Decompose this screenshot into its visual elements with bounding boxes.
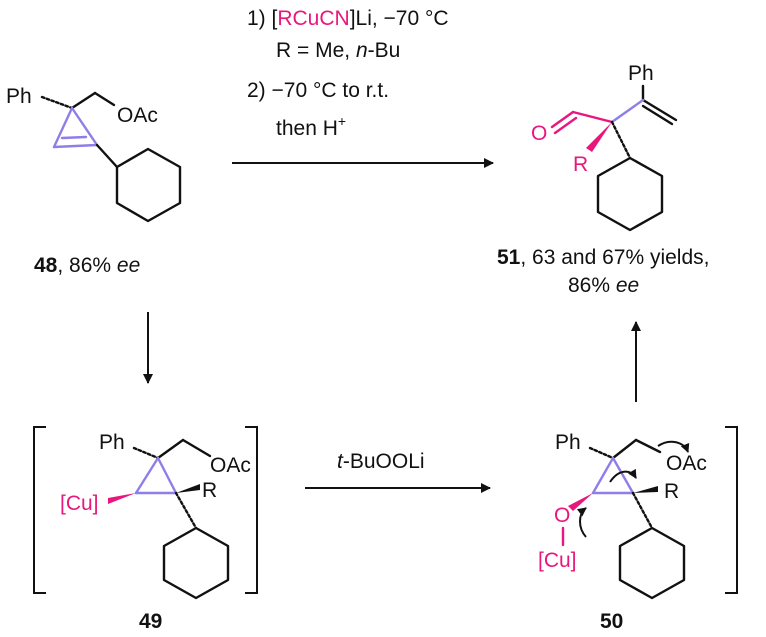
- carbonyl-double-bond: [553, 116, 578, 135]
- oxygen-label: O: [554, 504, 570, 527]
- cyclohexyl-ring: [162, 526, 230, 600]
- compound-49: Ph OAc [Cu] R 49: [33, 426, 258, 633]
- condition-step-3: then H+: [276, 113, 346, 140]
- wedge-bond-r: [633, 486, 658, 493]
- phenyl-label: Ph: [6, 85, 32, 108]
- left-bracket: [33, 426, 46, 594]
- r-label: R: [202, 479, 217, 502]
- cyclohexyl-ring: [115, 147, 182, 223]
- condition-step-2: 2) −70 °C to r.t.: [247, 79, 389, 102]
- curved-arrow-o-to-ring: [576, 507, 587, 538]
- cyclohexyl-ring: [596, 156, 664, 232]
- bond: [611, 438, 638, 460]
- reagent-tbuooli: t-BuOOLi: [337, 450, 425, 473]
- compound-51-caption: 51, 63 and 67% yields,: [497, 246, 709, 269]
- cyclopropene-bond: [52, 106, 74, 149]
- cyclopropene-bond: [70, 106, 99, 147]
- curved-arrow-ring-bond: [609, 468, 637, 483]
- compound-51-caption-line-2: 86% ee: [568, 274, 639, 297]
- bond: [181, 438, 212, 458]
- r-label: R: [664, 480, 679, 503]
- phenyl-label: Ph: [99, 431, 125, 454]
- compound-50-label: 50: [600, 610, 623, 633]
- hashed-bond: [631, 491, 654, 530]
- bond: [93, 91, 116, 107]
- cyclopropene-double-bond: [60, 135, 88, 140]
- hashed-bond: [610, 120, 632, 160]
- phenyl-label: Ph: [555, 431, 581, 454]
- bond: [70, 91, 97, 110]
- wedge-bond-r: [176, 484, 200, 493]
- cyclopropene-bond: [52, 143, 99, 149]
- phenyl-label: Ph: [628, 62, 654, 85]
- cyclopropane-bond: [156, 456, 178, 495]
- cyclohexyl-ring: [618, 526, 686, 600]
- cu-label: [Cu]: [60, 492, 99, 515]
- bond: [634, 438, 662, 454]
- compound-49-label: 49: [139, 610, 162, 633]
- vinyl-double-bond: [641, 104, 674, 126]
- hashed-bond: [174, 491, 198, 530]
- wedge-bond-cu: [108, 493, 136, 504]
- bond: [95, 143, 119, 169]
- hashed-bond: [40, 95, 74, 110]
- oac-label: OAc: [210, 454, 251, 477]
- cyclopropane-bond: [591, 456, 615, 495]
- hashed-bond: [132, 446, 160, 460]
- oac-label: OAc: [666, 452, 707, 475]
- cyclopropane-bond: [134, 456, 160, 495]
- r-label: R: [573, 153, 588, 176]
- hashed-bond: [588, 446, 615, 460]
- compound-50: Ph OAc O [Cu] R 50: [538, 426, 738, 633]
- compound-48: Ph OAc 48, 86% ee: [6, 85, 182, 277]
- r-definition: R = Me, n-Bu: [276, 39, 400, 62]
- right-bracket: [725, 426, 738, 594]
- oac-label: OAc: [117, 104, 158, 127]
- cyclopropane-bond: [611, 456, 635, 495]
- condition-step-1: 1) [RCuCN]Li, −70 °C: [247, 7, 449, 30]
- reaction-conditions: 1) [RCuCN]Li, −70 °C R = Me, n-Bu 2) −70…: [247, 7, 449, 140]
- cu-label: [Cu]: [538, 549, 577, 572]
- right-bracket: [245, 426, 258, 594]
- bond: [610, 98, 645, 124]
- oxygen-label: O: [531, 122, 547, 145]
- wedge-bond-o: [568, 493, 593, 511]
- curved-arrow-oac-leaving: [657, 440, 690, 453]
- compound-51: Ph O R 51, 63 and 67% yields, 86% ee: [497, 62, 709, 297]
- wedge-bond: [586, 122, 612, 152]
- vinyl-bond: [641, 98, 678, 122]
- compound-48-caption: 48, 86% ee: [34, 254, 140, 277]
- carbonyl-bond: [550, 110, 575, 129]
- bond: [156, 438, 185, 460]
- aldehyde-chain-bond: [571, 110, 614, 124]
